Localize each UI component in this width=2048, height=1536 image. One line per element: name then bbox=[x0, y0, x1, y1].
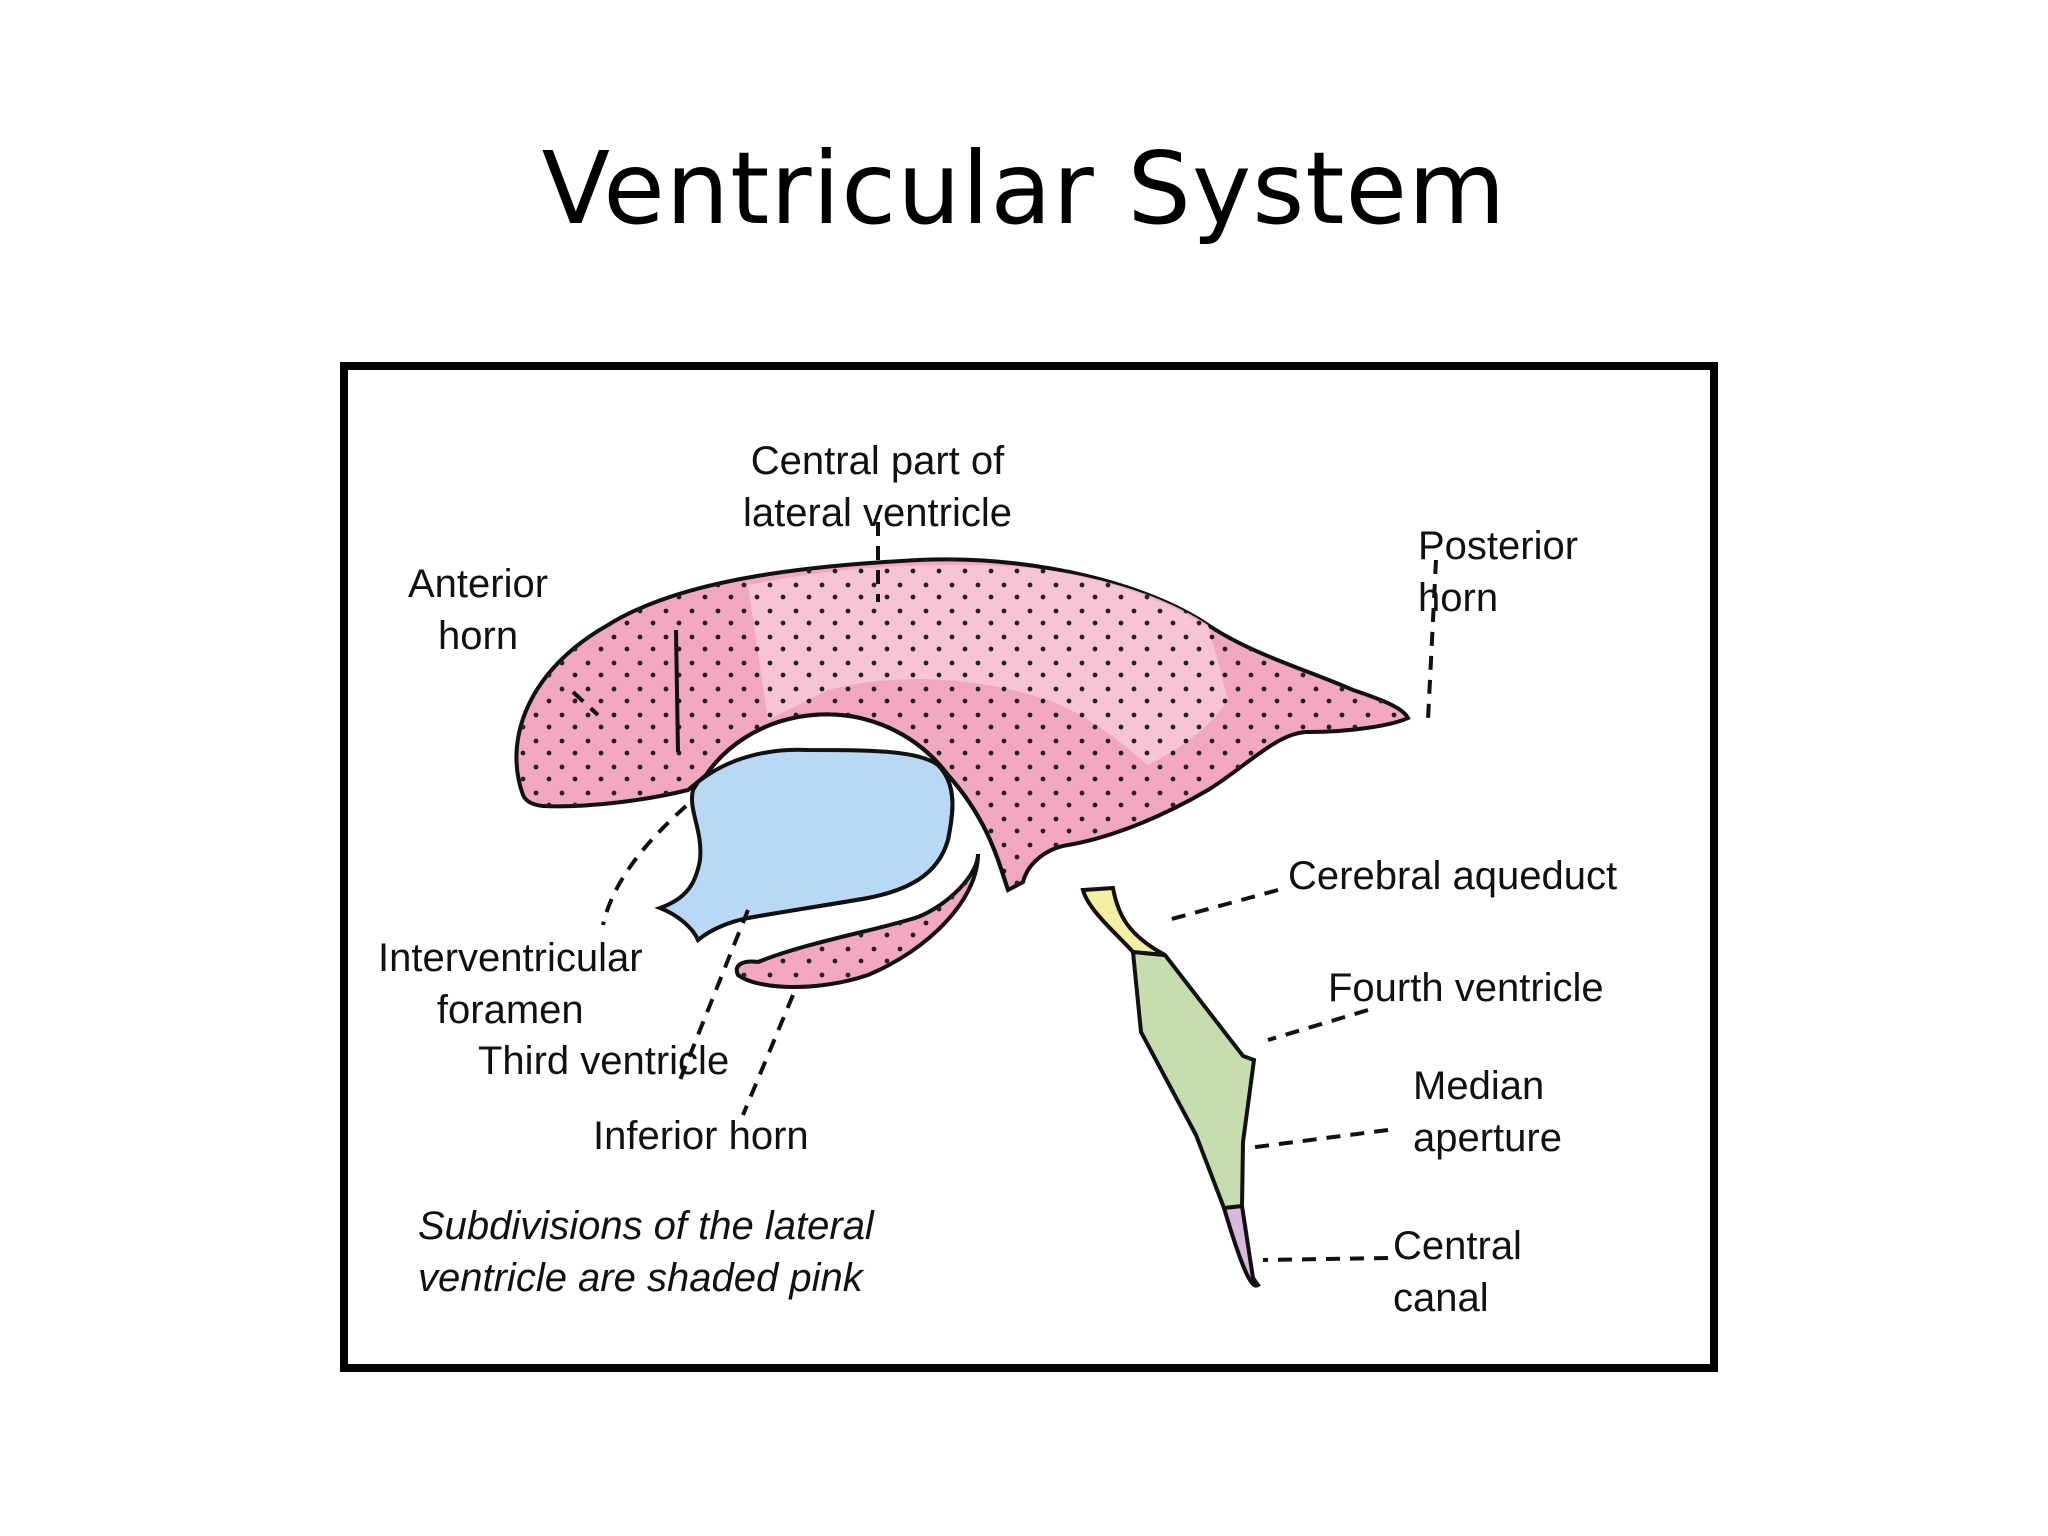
figure-caption: Subdivisions of the lateral ventricle ar… bbox=[418, 1204, 874, 1300]
label-posterior-horn: Posterior horn bbox=[1418, 524, 1579, 620]
pointer-lines bbox=[571, 522, 1438, 1262]
anterior-horn-boundary bbox=[674, 629, 680, 753]
label-inferior-horn: Inferior horn bbox=[593, 1114, 809, 1158]
pointer-cerebral-aqueduct bbox=[1167, 888, 1279, 922]
pointer-interventricular-foramen bbox=[601, 804, 688, 926]
pointer-median-aperture bbox=[1247, 1128, 1389, 1150]
cerebral-aqueduct-shape bbox=[1080, 885, 1166, 957]
pointer-fourth-ventricle bbox=[1267, 1008, 1369, 1042]
pointer-anterior-horn bbox=[571, 690, 600, 717]
lateral-ventricle-dots bbox=[516, 559, 1408, 890]
label-third-ventricle: Third ventricle bbox=[478, 1039, 730, 1083]
label-central-part: Central part of lateral ventricle bbox=[743, 439, 1013, 535]
fourth-ventricle-shape bbox=[1130, 949, 1257, 1211]
pointer-inferior-horn bbox=[741, 994, 795, 1116]
label-fourth-ventricle: Fourth ventricle bbox=[1328, 966, 1604, 1010]
lateral-ventricle-inner-outline bbox=[704, 712, 1010, 891]
label-anterior-horn: Anterior horn bbox=[408, 562, 549, 658]
slide-title: Ventricular System bbox=[541, 130, 1507, 247]
pointer-central-canal bbox=[1262, 1256, 1389, 1262]
ventricular-system-figure: Central part of lateral ventricle Poster… bbox=[340, 362, 1718, 1372]
third-ventricle-shape bbox=[654, 747, 955, 944]
label-central-canal: Central canal bbox=[1393, 1224, 1522, 1320]
third-ventricle-outline bbox=[747, 763, 955, 920]
label-cerebral-aqueduct: Cerebral aqueduct bbox=[1288, 854, 1618, 898]
label-interventricular-foramen: Interventricular foramen bbox=[378, 936, 643, 1032]
central-canal-shape bbox=[1221, 1203, 1261, 1288]
pointer-posterior-horn bbox=[1426, 559, 1438, 721]
ventricle-diagram bbox=[514, 522, 1438, 1288]
inferior-horn-dots bbox=[736, 854, 978, 988]
label-median-aperture: Median aperture bbox=[1413, 1064, 1562, 1160]
pointer-third-ventricle bbox=[676, 909, 750, 1086]
